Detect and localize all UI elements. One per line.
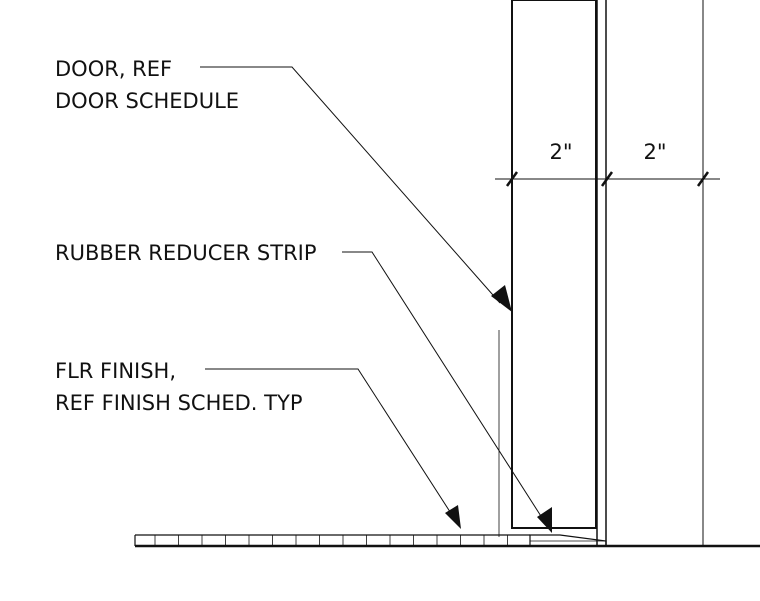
dimension-left-label: 2" [549, 140, 572, 164]
door-frame [498, 0, 704, 546]
leader-door-arrowhead [491, 285, 512, 312]
callout-door-line1: DOOR, REF [55, 57, 172, 81]
callout-door-line2: DOOR SCHEDULE [55, 89, 239, 113]
dimension-tick-3 [696, 171, 710, 187]
floor-finish [134, 534, 530, 546]
callout-door: DOOR, REF DOOR SCHEDULE [55, 57, 512, 312]
leader-reducer-arrowhead [537, 507, 552, 533]
rubber-reducer-strip [529, 534, 607, 547]
dimension-tick-1 [505, 171, 519, 187]
callout-reducer: RUBBER REDUCER STRIP [55, 241, 552, 533]
leader-floor [205, 368, 455, 519]
callout-floor-line2: REF FINISH SCHED. TYP [55, 391, 302, 415]
leader-reducer [342, 251, 547, 525]
callout-floor-line1: FLR FINISH, [55, 359, 176, 383]
door-leaf [511, 0, 597, 529]
callout-reducer-line1: RUBBER REDUCER STRIP [55, 241, 317, 265]
callout-floor: FLR FINISH, REF FINISH SCHED. TYP [55, 359, 461, 529]
dimension-tick-2 [600, 171, 614, 187]
leader-door [200, 66, 501, 304]
dimension-right-label: 2" [643, 140, 666, 164]
leader-floor-arrowhead [445, 505, 461, 529]
floor-tile-joints [154, 535, 508, 546]
dimension-string: 2" 2" [495, 140, 720, 187]
